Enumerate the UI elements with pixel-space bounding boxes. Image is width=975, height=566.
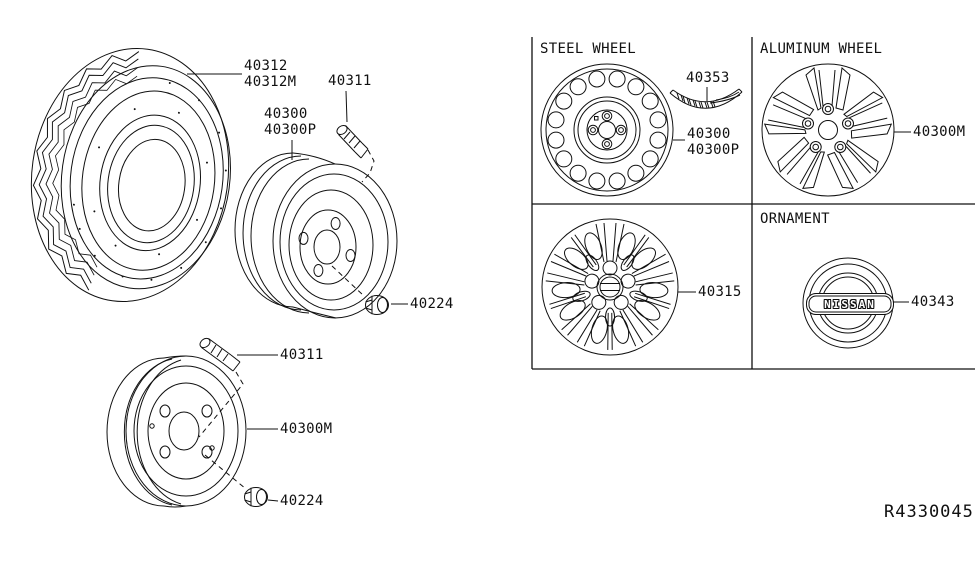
cell-title-steel-wheel: STEEL WHEEL [540,41,637,57]
part-label-discwheel: 40300M [280,421,333,437]
nissan-ornament-badge: NISSAN [806,293,894,315]
cell-part-wheel-cover: 40315 [698,284,742,300]
sidewall-dots [72,82,227,281]
part-label-steelwheel-2: 40300P [264,122,317,138]
cell-part-steel-1: 40300 [687,126,731,142]
reference-code: R4330045 [884,502,974,522]
nut-dash-line-bottom [204,454,247,490]
leader-lines [187,73,408,502]
nut-dash-line-top [331,265,365,297]
wheel-cover-drawing [539,218,684,363]
cell-part-aluminum: 40300M [913,124,966,140]
valve-stem-top-drawing [336,124,375,183]
nissan-brand-text: NISSAN [824,297,876,311]
lug-nut-bottom-drawing [244,487,268,507]
part-label-tire-2: 40312M [244,74,297,90]
table-grid [531,37,975,370]
cell-title-aluminum-wheel: ALUMINUM WHEEL [760,41,883,57]
aluminum-wheel-drawing [761,63,895,197]
steel-wheel-front-drawing [540,63,674,197]
balance-weight-drawing [669,88,743,109]
part-label-nut-top: 40224 [410,296,454,312]
valve-stem-bottom-drawing [198,337,244,438]
part-label-valve-bottom: 40311 [280,347,324,363]
tire-drawing [30,47,231,303]
cell-title-ornament: ORNAMENT [760,211,830,227]
part-label-tire-1: 40312 [244,58,288,74]
part-label-nut-bottom: 40224 [280,493,324,509]
cell-part-ornament: 40343 [911,294,955,310]
cell-leader-lines [673,87,911,303]
part-label-steelwheel-1: 40300 [264,106,308,122]
part-label-weight: 40353 [686,70,730,86]
steel-wheel-3q-drawing [234,152,398,319]
cell-part-steel-2: 40300P [687,142,740,158]
part-label-valve-top: 40311 [328,73,372,89]
disc-wheel-drawing [106,355,247,508]
